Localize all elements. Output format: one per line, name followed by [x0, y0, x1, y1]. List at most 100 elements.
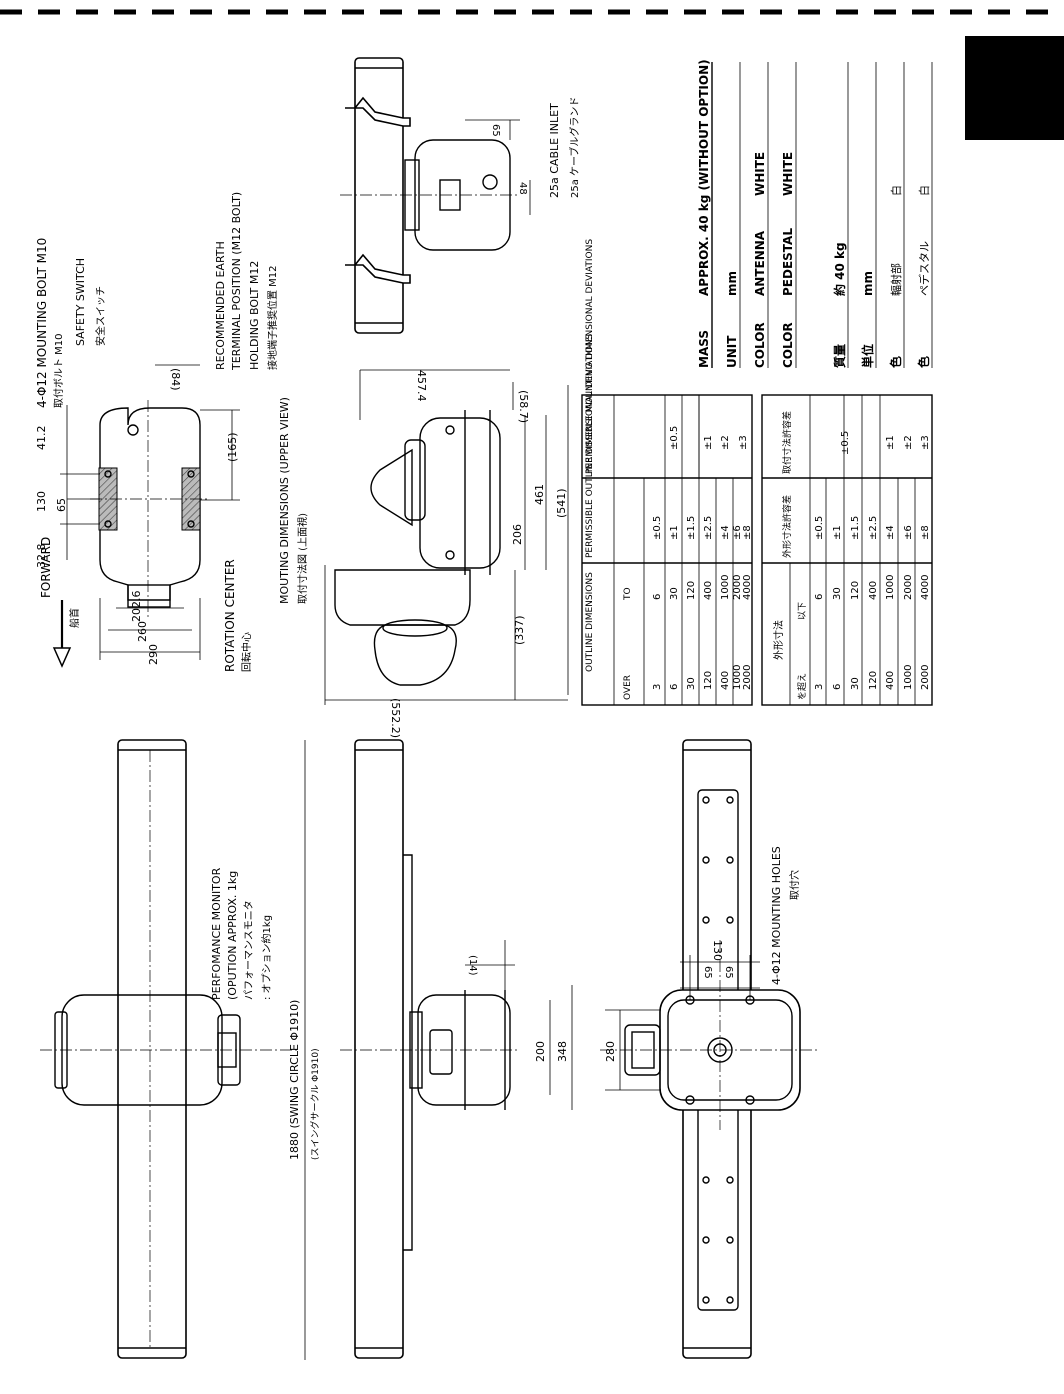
- tol-en-r3-over: 120: [703, 671, 714, 690]
- tol-en-r5-dev: ±6: [732, 525, 743, 540]
- tol-jp-r6-over: 2000: [920, 665, 931, 690]
- tol-en-mount-0: ±0.5: [669, 426, 680, 450]
- tol-jp-h-to: 以下: [798, 602, 808, 620]
- dim-290: 290: [147, 644, 160, 665]
- tol-en-r6-over: 2000: [742, 665, 753, 690]
- tol-en-h-outline-dev: PERMISSIBLE OUTLINE DIMENSIONAL DEVIATIO…: [585, 333, 595, 558]
- spec-unit-value: mm: [725, 271, 739, 296]
- dim-552-2: (552.2): [389, 698, 402, 738]
- perf-monitor-label-jp1: パフォーマンスモニタ: [243, 900, 255, 1000]
- tol-en-h-outline: OUTLINE DIMENSIONS: [585, 572, 595, 672]
- mounting-holes-label-jp: 取付穴: [788, 870, 801, 900]
- rotation-center-label-jp: 回転中心: [240, 632, 253, 672]
- tol-jp-h-outline: 外形寸法: [772, 620, 785, 660]
- tol-jp-h-mount-dev: 取付寸法許容差: [781, 411, 793, 474]
- pedestal-side-view: [324, 369, 569, 705]
- dim-65-holes-a: 65: [702, 966, 713, 979]
- safety-switch-label: SAFETY SWITCH: [74, 258, 87, 346]
- tol-en-r6-to: 4000: [742, 575, 753, 600]
- spec-color1-part: ANTENNA: [753, 230, 767, 296]
- dim-202-6: 202.6: [130, 591, 143, 623]
- tol-jp-r0-to: 6: [814, 594, 825, 600]
- tol-jp-r5-dev: ±6: [903, 525, 914, 540]
- tol-jp-r0-dev: ±0.5: [814, 516, 825, 540]
- dim-32-8: 32.8: [35, 544, 48, 569]
- spec-jp-color1-key: 色: [888, 356, 903, 368]
- earth-label-3: HOLDING BOLT M12: [248, 261, 261, 370]
- tol-en-mount-3: ±3: [738, 435, 749, 450]
- tol-en-r2-dev: ±1.5: [686, 516, 697, 540]
- mounting-holes-label: 4-Φ12 MOUNTING HOLES: [770, 846, 783, 985]
- antenna-end-view: [340, 57, 531, 334]
- tol-en-r6-dev: ±8: [742, 525, 753, 540]
- antenna-front-view: [304, 739, 573, 1360]
- spec-color2-part: PEDESTAL: [781, 228, 795, 296]
- spec-jp-color1-part: 輻射部: [889, 263, 903, 296]
- spec-jp-color2-key: 色: [916, 356, 931, 368]
- swing-circle-label-jp: (スイングサークル Φ1910): [309, 1048, 321, 1160]
- earth-label-2: TERMINAL POSITION (M12 BOLT): [230, 192, 243, 371]
- safety-switch-label-jp: 安全スイッチ: [94, 286, 107, 346]
- tol-jp-r2-dev: ±1.5: [850, 516, 861, 540]
- mounting-dim-label: MOUTING DIMENSIONS (UPPER VIEW): [278, 397, 291, 604]
- spec-block: [711, 62, 933, 368]
- forward-label: FORWARD: [39, 537, 53, 598]
- forward-label-group: FORWARD: [39, 537, 53, 598]
- tol-en-r5-to: 2000: [732, 575, 743, 600]
- tol-jp-mount-1: ±1: [885, 435, 896, 450]
- tol-en-mount-2: ±2: [720, 435, 731, 450]
- dim-65-holes-b: 65: [723, 966, 734, 979]
- section-tab: [965, 36, 1064, 140]
- dim-130: 130: [35, 491, 48, 512]
- dim-280: 280: [604, 1041, 617, 1062]
- dim-200: 200: [534, 1041, 547, 1062]
- tol-jp-r6-to: 4000: [920, 575, 931, 600]
- dim-130-holes: 130: [711, 940, 724, 961]
- dim-84: (84): [169, 368, 182, 391]
- tol-en-mount-1: ±1: [703, 435, 714, 450]
- tol-jp-mount-2: ±2: [903, 435, 914, 450]
- tol-en-r4-to: 1000: [720, 575, 731, 600]
- cable-inlet-label: 25a CABLE INLET: [548, 103, 561, 198]
- tol-en-h-over: OVER: [623, 675, 633, 700]
- dim-41-2: 41.2: [35, 426, 48, 451]
- tol-en-r1-to: 30: [669, 587, 680, 600]
- dim-260: 260: [136, 621, 149, 642]
- tol-jp-r5-to: 2000: [903, 575, 914, 600]
- spec-color1-key: COLOR: [753, 322, 767, 368]
- spec-color2-value: WHITE: [781, 152, 795, 196]
- tol-jp-mount-3: ±3: [920, 435, 931, 450]
- earth-label-1: RECOMMENDED EARTH: [214, 241, 227, 370]
- tol-jp-mount-0: ±0.5: [840, 431, 851, 455]
- dim-337: (337): [513, 615, 526, 645]
- spec-unit-key: UNIT: [725, 335, 739, 368]
- tol-en-h-to: TO: [623, 587, 633, 601]
- mounting-bolt-label-jp: 取付ボルト M10: [52, 333, 65, 408]
- dim-541: (541): [555, 488, 568, 518]
- tol-en-r1-dev: ±1: [669, 525, 680, 540]
- tol-en-r0-to: 6: [652, 594, 663, 600]
- tol-jp-r1-to: 30: [832, 587, 843, 600]
- tol-en-h-mount-dev: PERMISSIBLE MOUNTING DIMENSIONAL DEVIATI…: [585, 239, 595, 474]
- tol-jp-h-outline-dev: 外形寸法許容差: [781, 495, 793, 558]
- dim-461: 461: [533, 484, 546, 505]
- spec-color2-key: COLOR: [781, 322, 795, 368]
- spec-jp-mass-value: 約 40 kg: [832, 242, 847, 296]
- dim-348: 348: [556, 1041, 569, 1062]
- dim-165: (165): [226, 432, 239, 462]
- forward-label-jp: 船首: [68, 608, 81, 628]
- dim-65-cable: 65: [490, 124, 501, 137]
- spec-color1-value: WHITE: [753, 152, 767, 196]
- tol-jp-r2-to: 120: [850, 581, 861, 600]
- antenna-top-view: [600, 739, 820, 1359]
- tol-en-r4-over: 400: [720, 671, 731, 690]
- spec-jp-mass-key: 質量: [832, 344, 847, 368]
- tolerance-table-en: [581, 394, 753, 706]
- tol-jp-r3-to: 400: [868, 581, 879, 600]
- tolerance-table-jp: [761, 394, 933, 706]
- dim-457-4: 457.4: [415, 370, 428, 402]
- dim-48: 48: [517, 182, 528, 195]
- forward-arrow-icon: [52, 600, 72, 668]
